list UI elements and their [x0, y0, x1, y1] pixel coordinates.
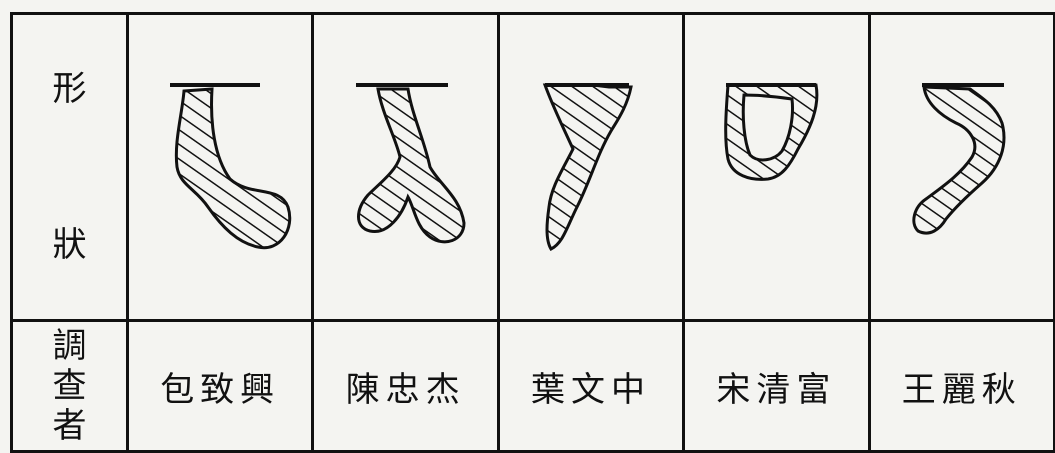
- investigator-cell-2: 陳忠杰: [311, 319, 500, 453]
- hatched-inverted-y-shape: [355, 83, 466, 244]
- shape-cell-5: [867, 12, 1055, 322]
- investigator-header-char-2: 查: [52, 366, 87, 406]
- hatched-slanted-y-shape: [542, 83, 633, 251]
- investigator-cell-4: 宋清富: [682, 319, 871, 453]
- shape-cell-1: [125, 12, 315, 322]
- hatched-s-curve-shape: [912, 83, 1006, 235]
- shape-cell-4: [682, 12, 871, 322]
- investigator-name: 宋清富: [716, 369, 837, 410]
- investigator-header-char-3: 者: [52, 406, 87, 446]
- shape-row: 形 狀: [10, 12, 1055, 322]
- hatched-hook-shape: [170, 83, 292, 250]
- shape-cell-2: [311, 12, 500, 322]
- shape-cell-3: [496, 12, 686, 322]
- investigator-row-header: 調 查 者: [10, 319, 129, 453]
- investigator-name: 陳忠杰: [345, 369, 466, 410]
- shape-row-header: 形 狀: [10, 12, 129, 322]
- shape-header-char-2: 狀: [52, 225, 87, 265]
- investigator-cell-1: 包致興: [125, 319, 315, 453]
- investigator-name: 葉文中: [530, 369, 651, 410]
- shape-header-char-1: 形: [52, 69, 87, 109]
- shape-comparison-table: 形 狀: [10, 12, 1055, 453]
- investigator-header-char-1: 調: [52, 326, 87, 366]
- investigator-name: 包致興: [160, 369, 281, 410]
- investigator-row: 調 查 者 包致興 陳忠杰 葉文中 宋清富 王麗秋: [10, 319, 1055, 453]
- hatched-u-shape: [724, 83, 819, 181]
- investigator-name: 王麗秋: [901, 369, 1022, 410]
- investigator-cell-5: 王麗秋: [867, 319, 1055, 453]
- investigator-cell-3: 葉文中: [496, 319, 686, 453]
